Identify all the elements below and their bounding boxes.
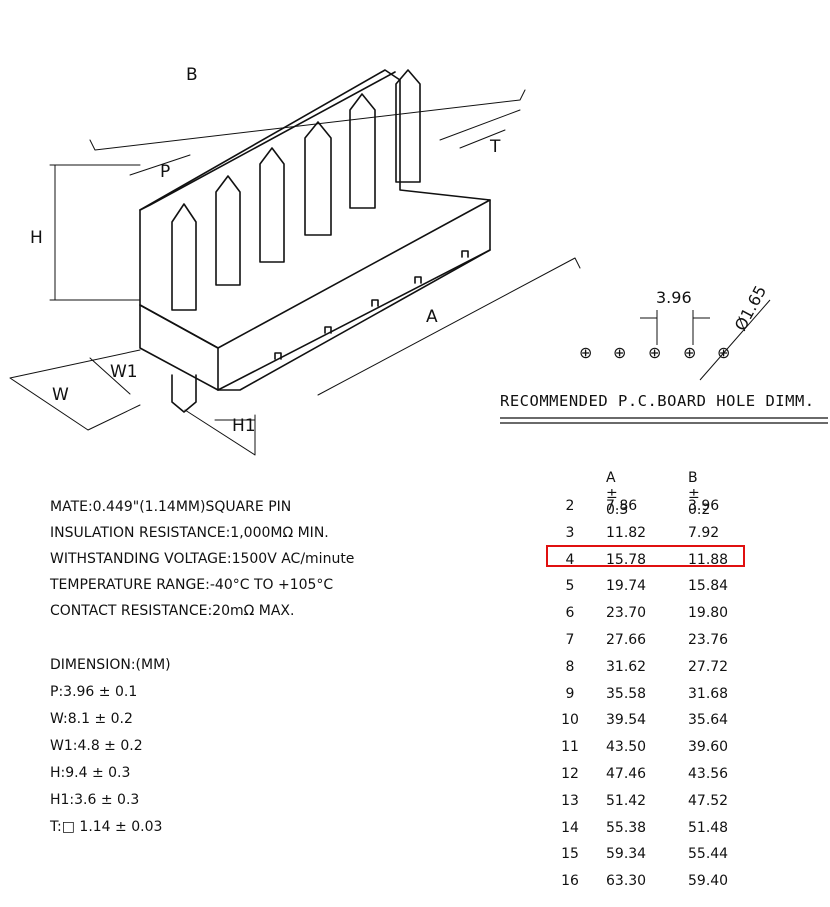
dimension-item: W:8.1 ± 0.2	[50, 711, 133, 727]
label-T: T	[489, 137, 501, 157]
spec-temperature: TEMPERATURE RANGE:-40°C TO +105°C	[50, 577, 334, 593]
table-cell: 43.56	[688, 765, 729, 782]
table-cell: 51.48	[688, 819, 729, 836]
recommended-pcb-title: RECOMMENDED P.C.BOARD HOLE DIMM.	[500, 392, 815, 410]
hole-symbol: ⊕	[717, 343, 730, 362]
table-cell: 8	[565, 658, 575, 675]
label-H: H	[30, 228, 43, 248]
table-cell: 35.64	[688, 712, 729, 729]
dimension-lines	[9, 89, 581, 456]
housing-back-wall	[139, 71, 396, 211]
table-cell: 63.30	[606, 873, 647, 890]
table-cell: 5	[565, 578, 575, 595]
table-cell: 47.46	[606, 765, 647, 782]
connector-drawing: B P T H A W1 W H1 3.96 Ø1.65 ⊕ ⊕ ⊕ ⊕ ⊕	[9, 65, 828, 456]
table-cell: 11	[561, 739, 579, 756]
dimension-list: DIMENSION:(MM) P:3.96 ± 0.1 W:8.1 ± 0.2 …	[50, 652, 171, 841]
label-B: B	[186, 65, 198, 85]
table-cell: 13	[561, 792, 579, 809]
table-cell: 7	[565, 631, 575, 648]
dimension-item: W1:4.8 ± 0.2	[50, 738, 143, 754]
dimension-item: H1:3.6 ± 0.3	[50, 792, 140, 808]
table-cell: 7.92	[688, 524, 720, 541]
table-cell: 4	[565, 551, 575, 568]
table-cell: 11.88	[688, 551, 729, 568]
dimension-item: T:□ 1.14 ± 0.03	[50, 819, 163, 835]
table-cell: 16	[561, 873, 579, 890]
label-H1: H1	[232, 416, 256, 436]
table-cell: 15.78	[606, 551, 647, 568]
table-cell: 9	[565, 685, 575, 702]
table-cell: 27.72	[688, 658, 729, 675]
table-cell: 59.34	[606, 846, 647, 863]
hole-symbol: ⊕	[613, 343, 626, 362]
table-cell: 39.54	[606, 712, 647, 729]
table-cell: 31.68	[688, 685, 729, 702]
table-cell: 19.80	[688, 605, 729, 622]
table-cell: 7.86	[606, 498, 638, 514]
table-cell: 19.74	[606, 578, 647, 595]
hole-pitch-label: 3.96	[656, 288, 692, 307]
spec-list: MATE:0.449"(1.14MM)SQUARE PIN INSULATION…	[50, 494, 354, 624]
dimension-item: P:3.96 ± 0.1	[50, 684, 138, 700]
spec-mate: MATE:0.449"(1.14MM)SQUARE PIN	[50, 499, 292, 515]
spec-contact: CONTACT RESISTANCE:20mΩ MAX.	[50, 603, 295, 619]
title-underline	[500, 417, 828, 424]
table-cell: 3	[565, 524, 575, 541]
table-cell: 10	[561, 712, 579, 729]
table-cell: 23.70	[606, 605, 647, 622]
dimension-title: DIMENSION:(MM)	[50, 657, 171, 673]
spec-voltage: WITHSTANDING VOLTAGE:1500V AC/minute	[50, 551, 355, 567]
label-P: P	[160, 162, 170, 182]
table-cell: 3.96	[688, 498, 720, 514]
table-cell: 11.82	[606, 524, 647, 541]
housing-front-edge	[139, 304, 219, 391]
table-cell: 15.84	[688, 578, 729, 595]
table-cell: 31.62	[606, 658, 647, 675]
pins	[171, 69, 421, 413]
hole-symbol: ⊕	[579, 343, 592, 362]
hole-symbol: ⊕	[683, 343, 696, 362]
base-notches	[274, 250, 469, 360]
hole-diameter-label: Ø1.65	[731, 282, 770, 333]
header-cell: B ± 0.2	[688, 470, 711, 518]
housing-front-face	[139, 199, 491, 349]
pcb-hole-pattern: 3.96 Ø1.65 ⊕ ⊕ ⊕ ⊕ ⊕	[579, 282, 771, 381]
table-cell: 2	[565, 498, 575, 514]
table-cell: 59.40	[688, 873, 729, 890]
table-cell: 6	[565, 605, 575, 622]
hole-symbol: ⊕	[648, 343, 661, 362]
housing-slot-line	[217, 249, 491, 391]
table-cell: 12	[561, 765, 579, 782]
housing-outline	[139, 69, 491, 391]
table-cell: 35.58	[606, 685, 647, 702]
table-cell: 43.50	[606, 739, 647, 756]
table-cell: 27.66	[606, 631, 647, 648]
highlight-box	[546, 545, 745, 567]
table-cell: 51.42	[606, 792, 647, 809]
dimension-item: H:9.4 ± 0.3	[50, 765, 131, 781]
table-cell: 47.52	[688, 792, 729, 809]
table-cell: 23.76	[688, 631, 729, 648]
header-cell: A ± 0.3	[606, 470, 629, 518]
table-cell: 15	[561, 846, 579, 863]
spec-insulation: INSULATION RESISTANCE:1,000MΩ MIN.	[50, 525, 329, 541]
table-cell: 14	[561, 819, 579, 836]
table-cell: 55.44	[688, 846, 729, 863]
label-W: W	[52, 385, 69, 405]
table-cell: 39.60	[688, 739, 729, 756]
label-W1: W1	[110, 362, 138, 382]
label-A: A	[426, 307, 438, 327]
table-cell: 55.38	[606, 819, 647, 836]
